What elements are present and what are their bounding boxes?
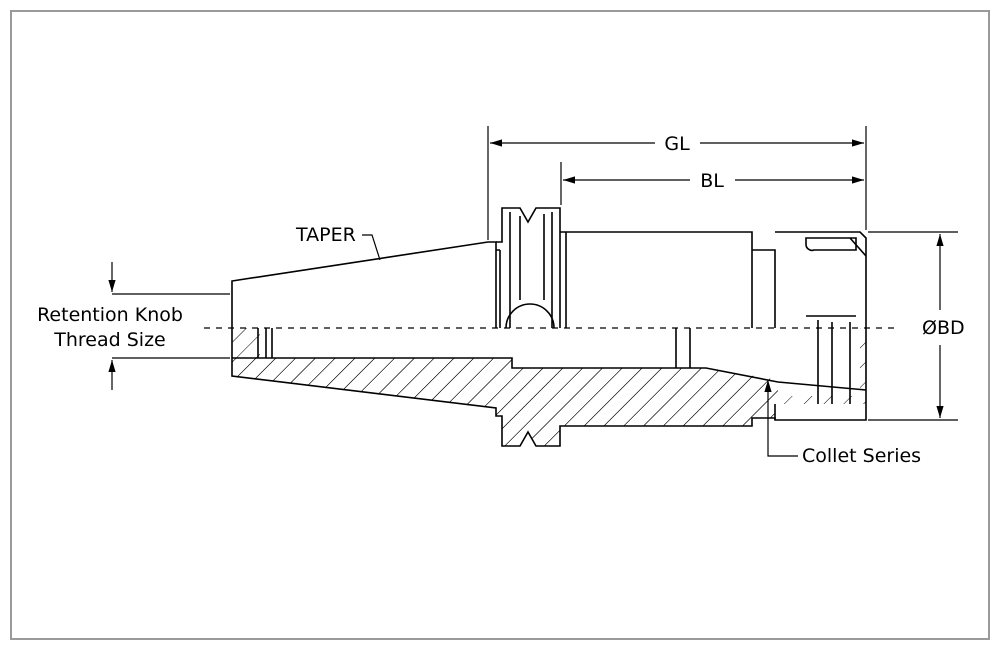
taper-leader	[362, 234, 381, 261]
taper-label: TAPER	[295, 224, 356, 246]
section-hatched-body	[231, 320, 867, 447]
dimension-bl	[560, 162, 864, 205]
retention-knob-label-line2: Thread Size	[53, 329, 165, 351]
dimension-bd	[868, 231, 958, 421]
bl-label: BL	[700, 170, 724, 192]
exterior-upper-view	[231, 207, 867, 329]
retention-knob-label-line1: Retention Knob	[37, 304, 183, 326]
gl-label: GL	[664, 133, 690, 155]
dimension-retention-knob	[108, 262, 230, 390]
collet-series-label: Collet Series	[802, 445, 921, 467]
collet-series-leader	[764, 380, 798, 457]
dimension-gl	[487, 126, 867, 240]
bd-label: ØBD	[922, 317, 965, 339]
